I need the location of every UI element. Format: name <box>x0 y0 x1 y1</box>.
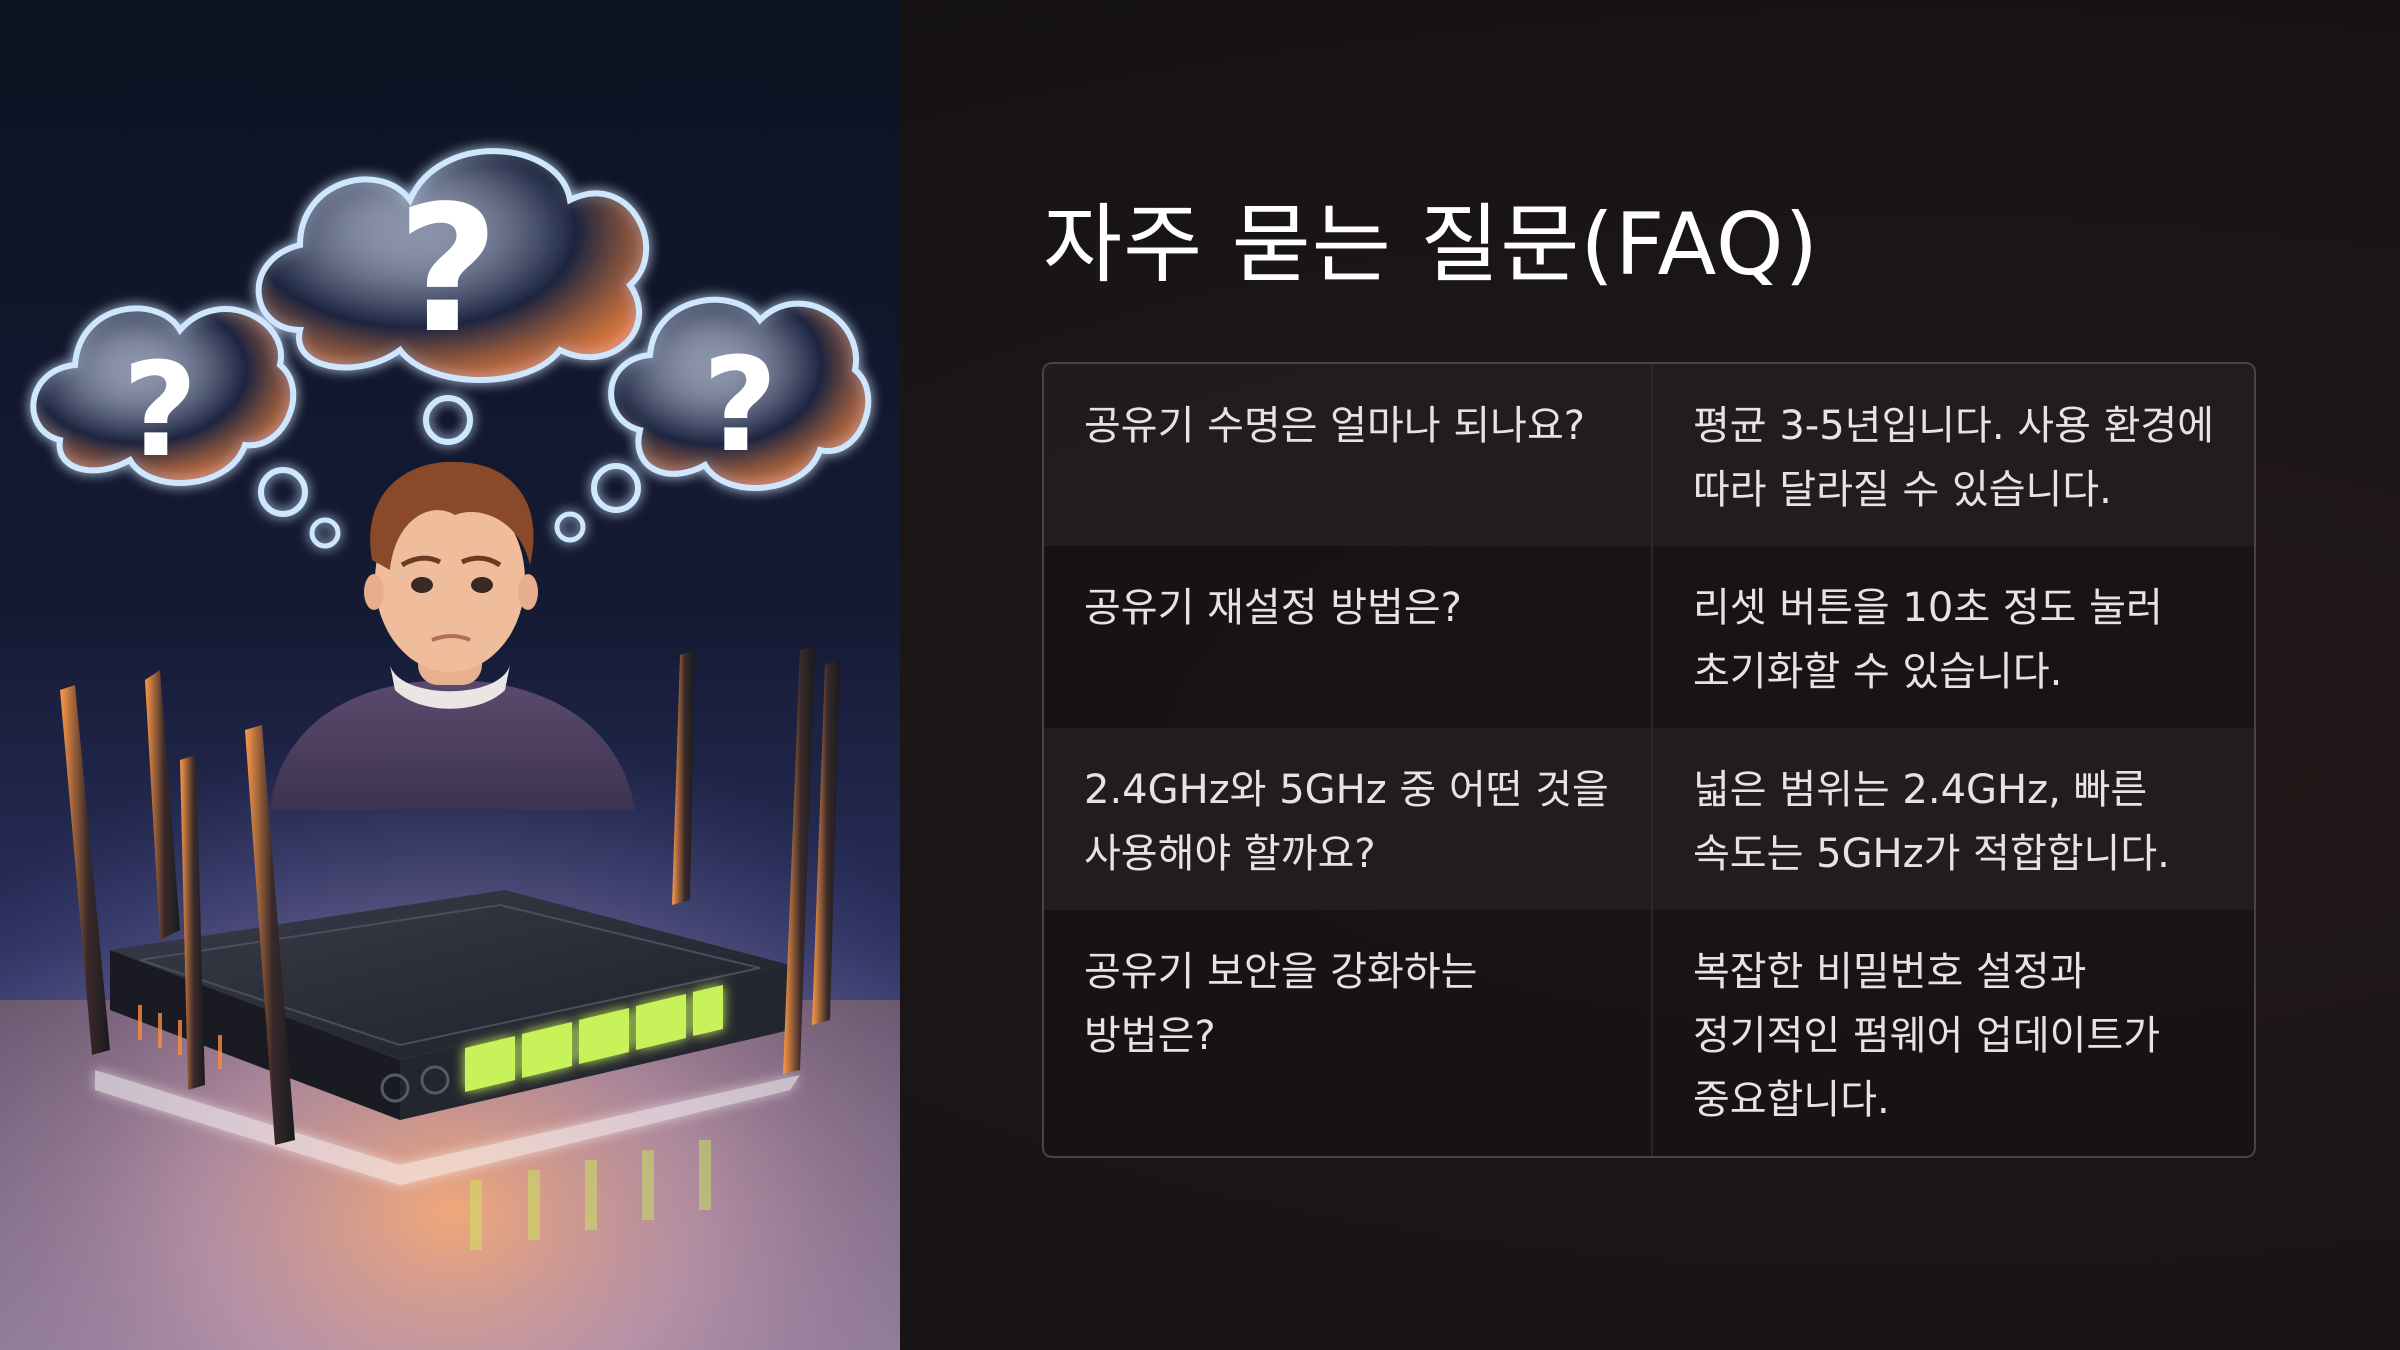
faq-question: 공유기 재설정 방법은? <box>1084 585 1462 631</box>
svg-text:?: ? <box>397 169 499 372</box>
faq-table: 공유기 수명은 얼마나 되나요? 평균 3-5년입니다. 사용 환경에 따라 달… <box>1042 362 2256 1158</box>
faq-question: 2.4GHz와 5GHz 중 어떤 것을 사용해야 할까요? <box>1084 767 1609 877</box>
confused-person-router-illustration-icon: ? ? ? <box>0 148 900 1350</box>
faq-answer: 리셋 버튼을 10초 정도 눌러 초기화할 수 있습니다. <box>1651 546 2254 728</box>
faq-question: 공유기 수명은 얼마나 되나요? <box>1084 403 1585 449</box>
router-illustration: ? ? ? <box>0 0 900 1350</box>
faq-answer: 넓은 범위는 2.4GHz, 빠른 속도는 5GHz가 적합합니다. <box>1651 728 2254 910</box>
svg-text:?: ? <box>702 329 777 481</box>
faq-question: 공유기 보안을 강화하는 방법은? <box>1084 949 1478 1059</box>
faq-answer: 평균 3-5년입니다. 사용 환경에 따라 달라질 수 있습니다. <box>1651 364 2254 546</box>
faq-answer: 복잡한 비밀번호 설정과 정기적인 펌웨어 업데이트가 중요합니다. <box>1651 910 2254 1156</box>
faq-row: 2.4GHz와 5GHz 중 어떤 것을 사용해야 할까요? 넓은 범위는 2.… <box>1044 728 2254 910</box>
faq-row: 공유기 보안을 강화하는 방법은? 복잡한 비밀번호 설정과 정기적인 펌웨어 … <box>1044 910 2254 1156</box>
faq-row: 공유기 재설정 방법은? 리셋 버튼을 10초 정도 눌러 초기화할 수 있습니… <box>1044 546 2254 728</box>
page-title: 자주 묻는 질문(FAQ) <box>1043 195 1820 295</box>
faq-row: 공유기 수명은 얼마나 되나요? 평균 3-5년입니다. 사용 환경에 따라 달… <box>1044 364 2254 546</box>
svg-text:?: ? <box>122 334 197 486</box>
